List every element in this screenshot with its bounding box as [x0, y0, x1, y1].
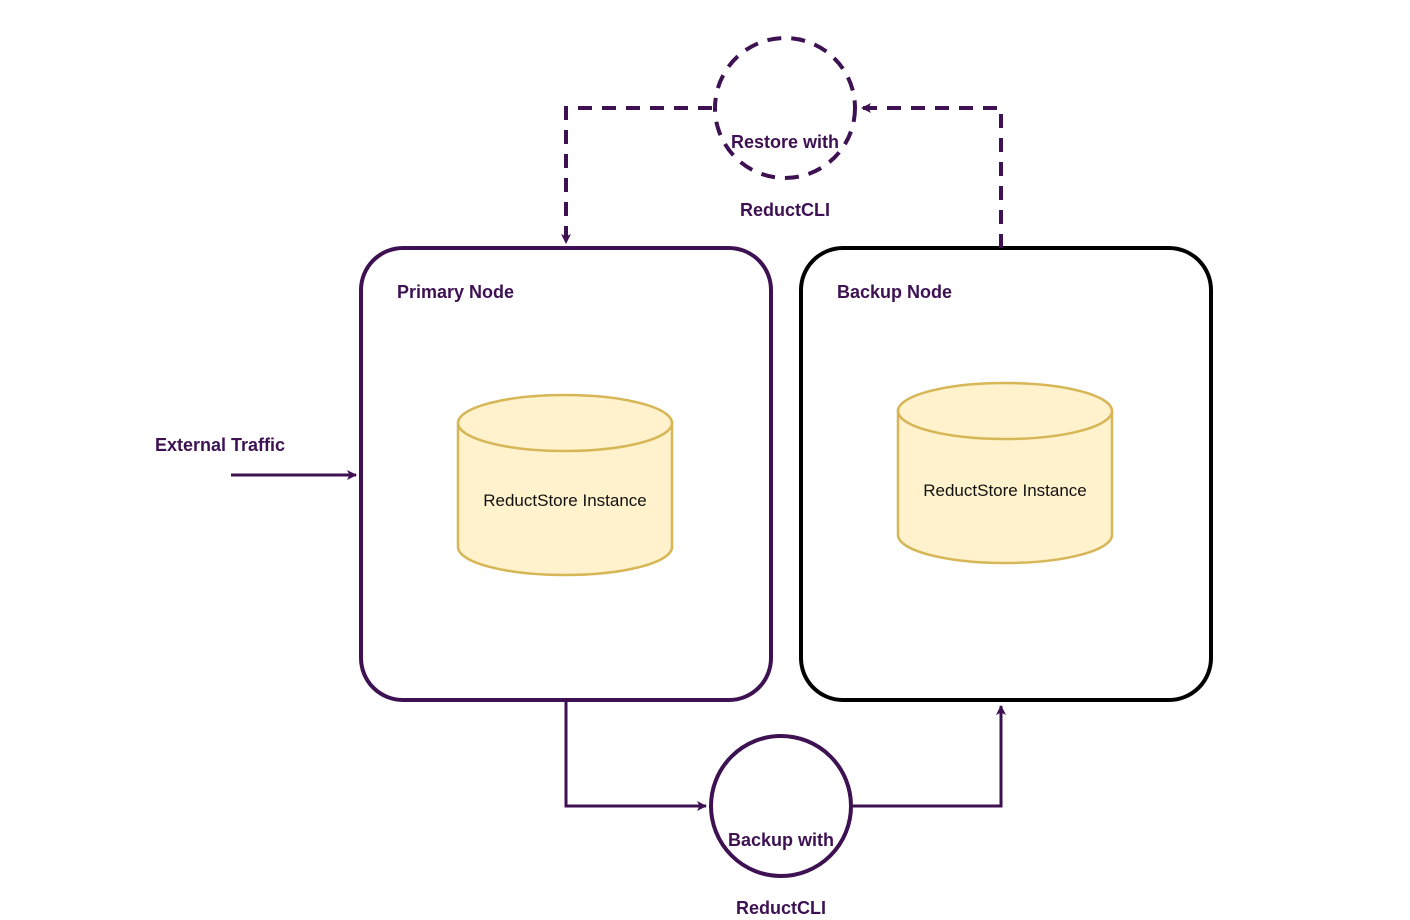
edge-primary-to-backup-cli [564, 700, 707, 811]
restore-label-line-2: ReductCLI [740, 199, 830, 220]
edge-restore-cli-to-primary [561, 106, 712, 244]
edge-backup-cli-to-backup-node [851, 705, 1006, 808]
restore-with-reductcli-circle[interactable] [713, 36, 857, 180]
primary-reductstore-cylinder[interactable] [456, 393, 674, 577]
backup-cylinder-label: ReductStore Instance [923, 481, 1087, 500]
backup-with-reductcli-label: Backup with ReductCLI [701, 784, 861, 920]
primary-node-label: Primary Node [397, 282, 515, 302]
restore-with-reductcli-label: Restore with ReductCLI [705, 86, 865, 266]
restore-label-line-1: Restore with [730, 132, 840, 152]
backup-label-line-1: Backup with [727, 830, 834, 850]
external-traffic-label: External Traffic [155, 435, 286, 455]
backup-reductstore-cylinder[interactable] [896, 381, 1114, 565]
backup-node-box[interactable] [799, 246, 1213, 702]
backup-label-line-2: ReductCLI [736, 897, 826, 918]
backup-node-label: Backup Node [837, 282, 953, 302]
primary-cylinder-label: ReductStore Instance [483, 491, 647, 510]
edge-backup-node-to-restore-cli [861, 103, 1003, 248]
